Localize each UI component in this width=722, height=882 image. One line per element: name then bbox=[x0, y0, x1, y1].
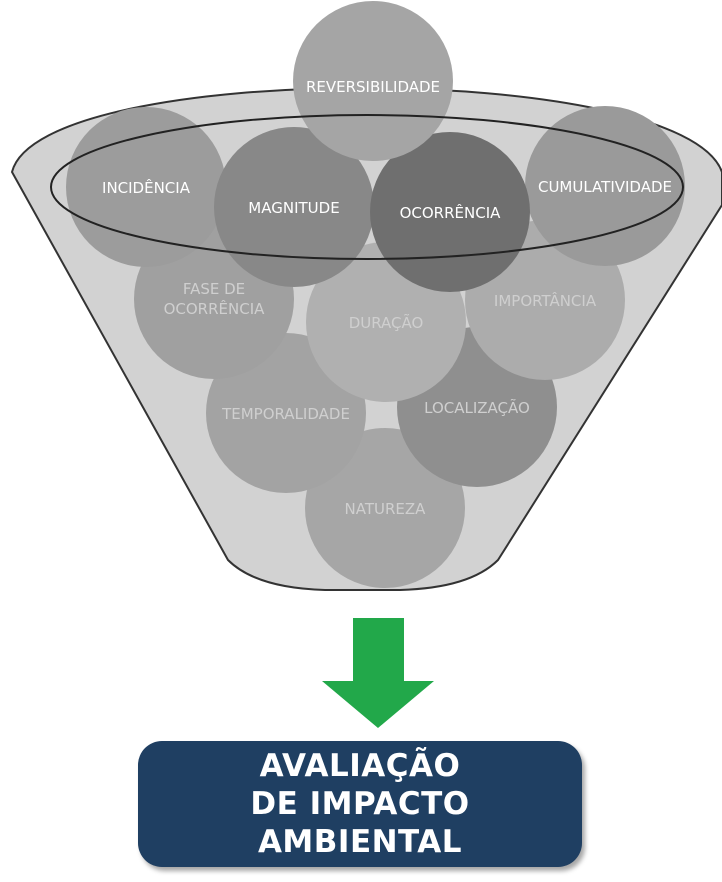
label-fase-ocorrencia-line1: FASE DE bbox=[183, 280, 245, 298]
label-reversibilidade: REVERSIBILIDADE bbox=[306, 78, 440, 96]
funnel-rim bbox=[50, 114, 684, 260]
result-line-3: AMBIENTAL bbox=[257, 824, 463, 860]
label-cumulatividade: CUMULATIVIDADE bbox=[538, 178, 672, 196]
label-magnitude: MAGNITUDE bbox=[248, 199, 339, 217]
label-incidencia: INCIDÊNCIA bbox=[102, 178, 191, 197]
label-fase-ocorrencia-line2: OCORRÊNCIA bbox=[164, 299, 266, 318]
result-line-1: AVALIAÇÃO bbox=[259, 748, 461, 784]
result-line-2: DE IMPACTO bbox=[250, 786, 470, 822]
circle-incidencia: INCIDÊNCIA bbox=[66, 107, 226, 267]
label-ocorrencia: OCORRÊNCIA bbox=[400, 203, 502, 222]
label-localizacao: LOCALIZAÇÃO bbox=[424, 398, 530, 417]
circle-natureza: NATUREZA bbox=[305, 428, 465, 588]
circle-reversibilidade: REVERSIBILIDADE bbox=[293, 1, 453, 161]
label-duracao: DURAÇÃO bbox=[349, 313, 424, 332]
down-arrow-icon bbox=[322, 618, 434, 728]
circle-magnitude: MAGNITUDE bbox=[214, 127, 374, 287]
result-box: AVALIAÇÃO DE IMPACTO AMBIENTAL bbox=[138, 741, 582, 867]
label-natureza: NATUREZA bbox=[345, 500, 427, 518]
label-importancia: IMPORTÂNCIA bbox=[494, 291, 597, 310]
circle-cumulatividade: CUMULATIVIDADE bbox=[525, 106, 685, 266]
label-temporalidade: TEMPORALIDADE bbox=[221, 405, 350, 423]
circle-ocorrencia: OCORRÊNCIA bbox=[370, 132, 530, 292]
